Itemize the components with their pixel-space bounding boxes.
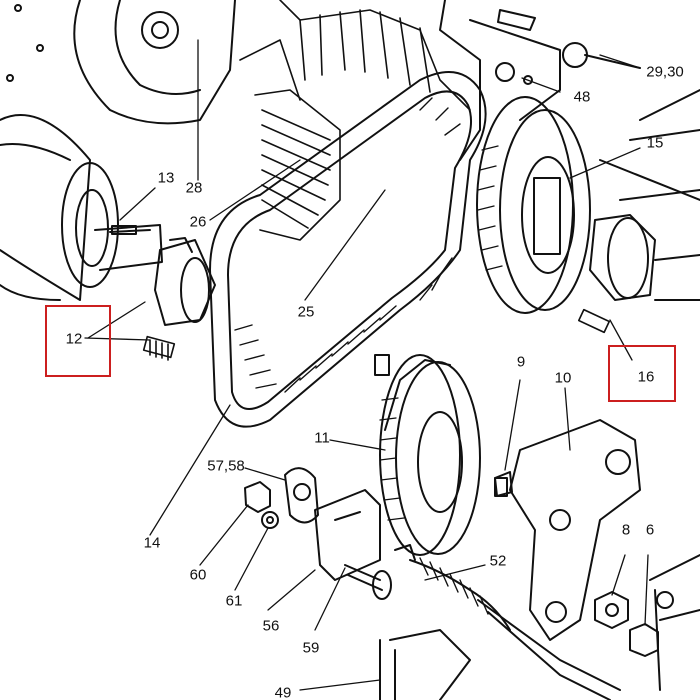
spacer (374, 354, 390, 376)
callout-29-30: 29,30 (646, 63, 684, 81)
callout-9: 9 (516, 353, 526, 371)
callout-6: 6 (645, 521, 655, 539)
large-pulley (476, 96, 591, 314)
leader-lines (84, 39, 649, 691)
callout-26: 26 (189, 213, 207, 231)
small-pulley (379, 354, 481, 556)
callout-59: 59 (302, 639, 320, 657)
callout-28: 28 (185, 179, 203, 197)
fasteners-left (244, 467, 319, 529)
callout-11: 11 (314, 429, 330, 447)
spring (394, 544, 621, 700)
callout-10: 10 (554, 369, 572, 387)
tensioner-arm (494, 419, 641, 641)
bolt-59 (344, 564, 392, 600)
highlight-box-16 (608, 345, 676, 402)
callout-12: 12 (65, 330, 83, 348)
callout-25: 25 (297, 303, 315, 321)
set-screw-12 (142, 335, 176, 361)
bracket (314, 489, 381, 581)
housing-bottom-right (649, 554, 700, 691)
sleeve-16 (577, 214, 700, 334)
mount-plate (439, 0, 641, 161)
callout-16: 16 (637, 368, 655, 386)
sleeve-part (154, 237, 216, 326)
pin-9 (494, 477, 508, 497)
callout-57-58: 57,58 (207, 457, 245, 475)
callout-49: 49 (274, 684, 292, 700)
callout-14: 14 (143, 534, 161, 552)
callout-56: 56 (262, 617, 280, 635)
right-edge-part (599, 89, 700, 201)
callout-61: 61 (225, 592, 243, 610)
callout-52: 52 (489, 552, 507, 570)
housing-top-left (6, 0, 236, 125)
cylinder-head (239, 0, 471, 241)
callout-60: 60 (189, 566, 207, 584)
rod-bottom (379, 629, 471, 700)
callout-13: 13 (157, 169, 175, 187)
timing-belt (209, 71, 487, 428)
highlight-box-12 (45, 305, 111, 377)
motor-cylinder (0, 114, 163, 301)
callout-8: 8 (621, 521, 631, 539)
callout-48: 48 (573, 88, 591, 106)
callout-15: 15 (646, 134, 664, 152)
nuts-right (594, 591, 659, 657)
